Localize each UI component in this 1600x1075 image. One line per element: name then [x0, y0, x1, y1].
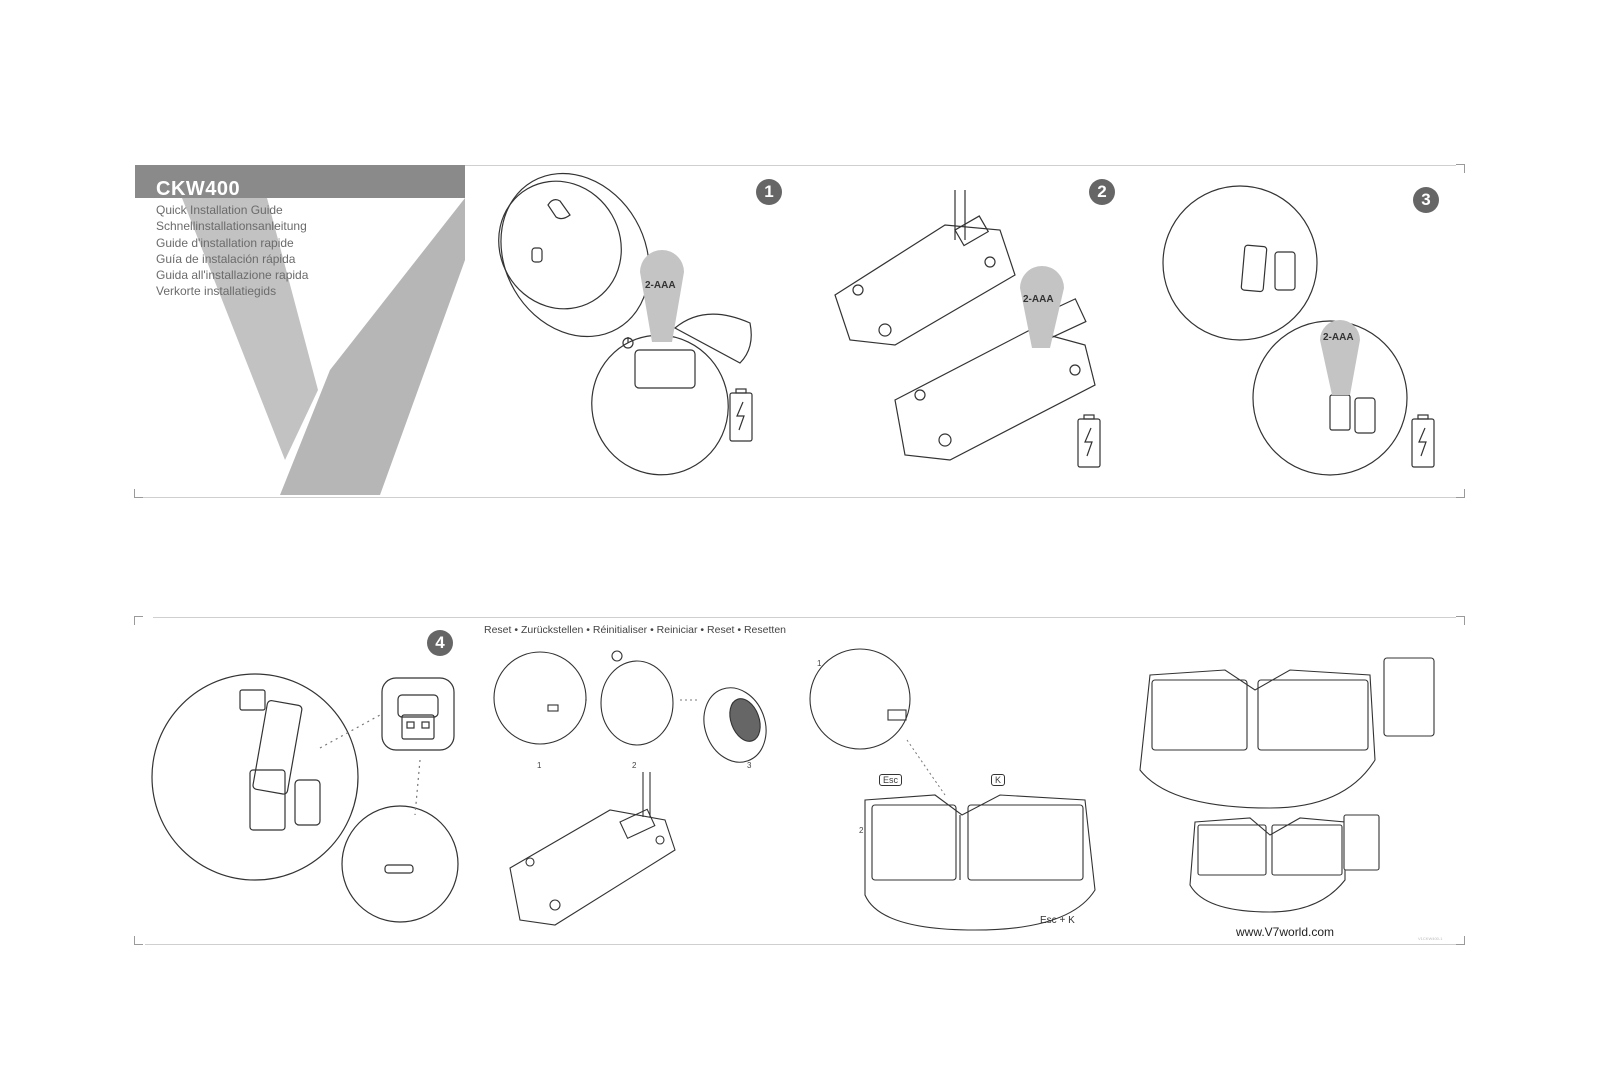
- detail-circle: [809, 648, 911, 750]
- v7-logo: [280, 198, 465, 495]
- mouse-body: [591, 334, 729, 476]
- battery-icon: [1077, 414, 1101, 468]
- pairing-step-2-label: 2: [859, 826, 864, 835]
- crop-mark: [1456, 164, 1465, 173]
- keyboard-underside: [834, 224, 1016, 346]
- reset-step-2-label: 2: [632, 761, 637, 770]
- footer-code: V1CKW400-1: [1418, 936, 1443, 941]
- crop-mark: [1456, 936, 1465, 945]
- battery-cover: [673, 313, 752, 364]
- reset-caption: Reset • Zurückstellen • Réinitialiser • …: [484, 624, 786, 636]
- crop-mark: [1456, 616, 1465, 625]
- guide-title-es: Guía de instalación rápida: [156, 251, 296, 266]
- detail-circle: [493, 651, 587, 745]
- crop-mark: [134, 936, 143, 945]
- pairing-step-1-label: 1: [817, 659, 822, 668]
- battery-callout: [1020, 266, 1064, 348]
- esc-key-label: Esc: [879, 774, 903, 786]
- battery-icon: [1411, 414, 1435, 468]
- battery-icon: [729, 388, 753, 442]
- model-title: CKW400: [156, 178, 241, 200]
- ergonomic-keyboard: [864, 794, 1096, 931]
- detail-circle: [1162, 185, 1318, 341]
- footer-website[interactable]: www.V7world.com: [1236, 925, 1335, 939]
- battery-callout-label: 2-AAA: [1023, 294, 1054, 305]
- guide-title-de: Schnellinstallationsanleitung: [156, 219, 307, 234]
- step-3-badge: 3: [1413, 187, 1439, 213]
- finger-icon: [547, 199, 571, 220]
- numpad: [1343, 814, 1380, 871]
- ergonomic-keyboard: [1189, 817, 1346, 913]
- step-4-badge: 4: [427, 630, 453, 656]
- crop-mark: [1456, 489, 1465, 498]
- bottom-panel-bottom-rule: [145, 944, 1456, 945]
- header-band: [135, 165, 465, 198]
- detail-circle: [341, 805, 459, 923]
- top-panel-top-rule: [135, 165, 1456, 166]
- battery-callout-label: 2-AAA: [1323, 332, 1354, 343]
- v7-logo: [182, 198, 318, 460]
- top-panel-bottom-rule: [135, 497, 1456, 498]
- step-2-badge: 2: [1089, 179, 1115, 205]
- keyboard-underside: [509, 809, 676, 926]
- numpad: [1383, 657, 1435, 737]
- battery-callout: [640, 250, 684, 342]
- crop-mark: [134, 616, 143, 625]
- step-1-badge: 1: [756, 179, 782, 205]
- reset-step-3-label: 3: [747, 761, 752, 770]
- guide-title-fr: Guide d'installation rapide: [156, 235, 294, 250]
- battery-callout: [1320, 320, 1360, 395]
- guide-title-en: Quick Installation Guide: [156, 203, 283, 217]
- battery-callout-label: 2-AAA: [645, 280, 676, 291]
- mouse-body: [498, 180, 622, 310]
- bottom-panel-top-rule: [153, 617, 1456, 618]
- crop-mark: [134, 489, 143, 498]
- guide-title-list: Quick Installation Guide Schnellinstalla…: [156, 202, 308, 300]
- k-key-label: K: [991, 774, 1006, 786]
- reset-step-1-label: 1: [537, 761, 542, 770]
- mouse-body: [600, 660, 674, 746]
- guide-title-nl: Verkorte installatiegids: [156, 284, 277, 299]
- pairing-combo-text: Esc + K: [1040, 915, 1075, 926]
- guide-title-it: Guida all'installazione rapida: [156, 268, 309, 283]
